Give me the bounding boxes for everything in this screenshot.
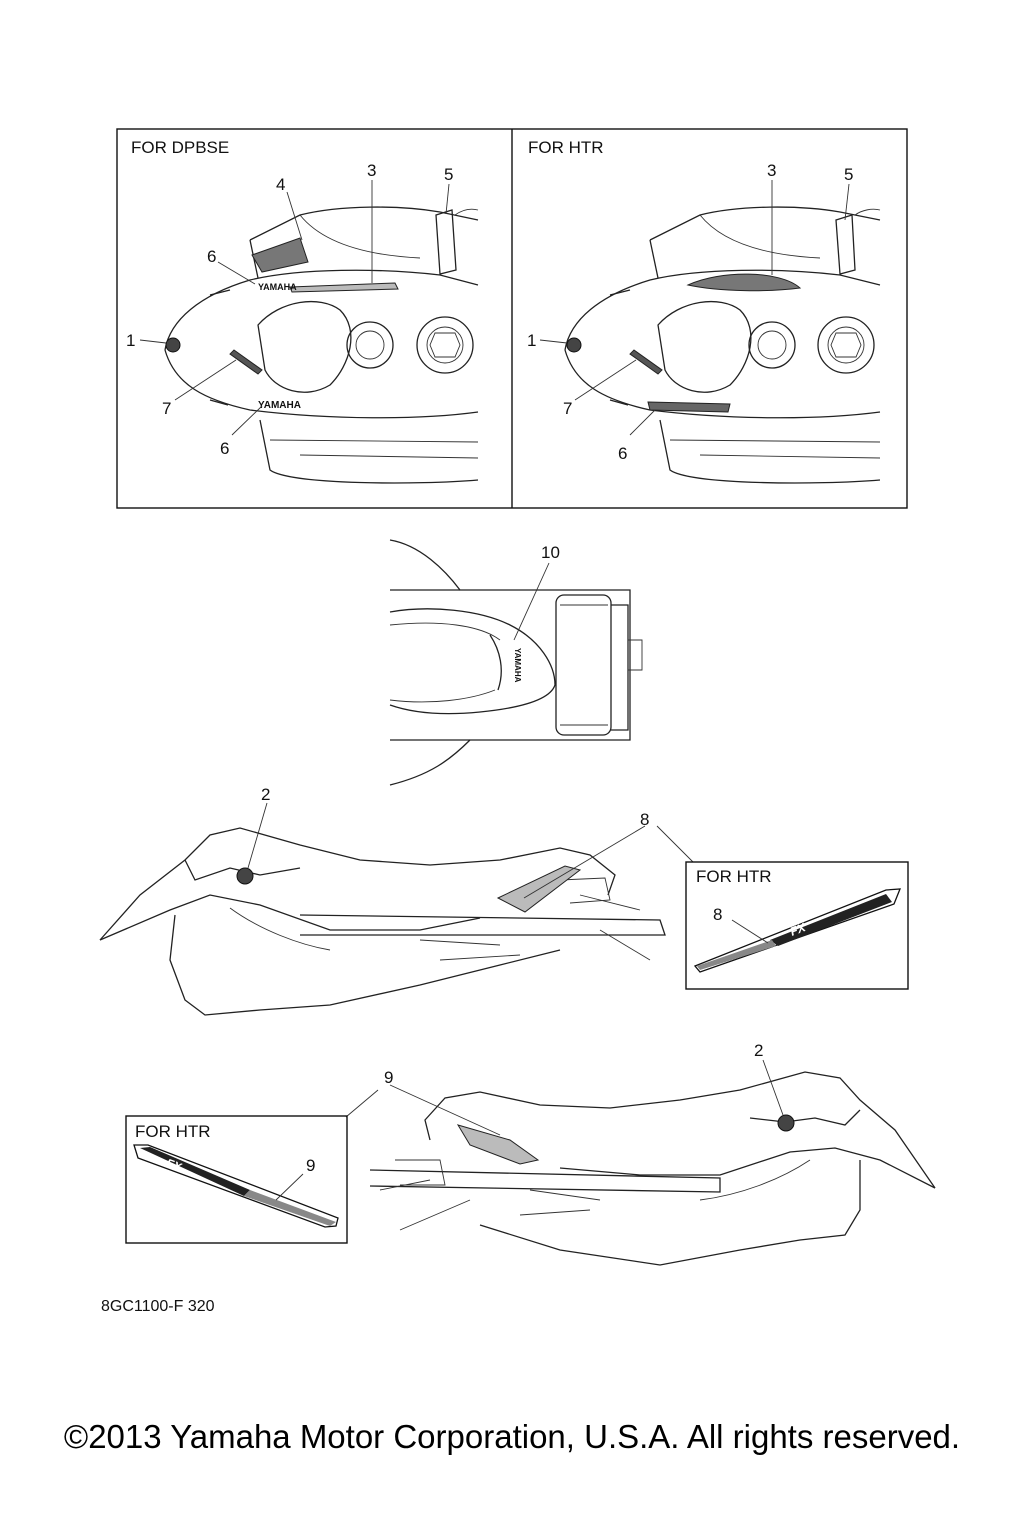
fx-decal-text: FX <box>788 920 808 939</box>
yamaha-emblem-icon <box>566 337 582 353</box>
callout-5: 5 <box>844 165 853 184</box>
callout-10: 10 <box>541 543 560 562</box>
callout-8: 8 <box>640 810 649 829</box>
yamaha-decal-seat: YAMAHA <box>513 648 522 683</box>
callout-4: 4 <box>276 175 285 194</box>
yamaha-decal-lower: YAMAHA <box>258 400 301 411</box>
callout-7: 7 <box>563 399 572 418</box>
callout-2: 2 <box>754 1041 763 1060</box>
panel-caption-dpbse: FOR DPBSE <box>131 138 229 157</box>
inset-htr-decal-9: FOR HTR FX 9 <box>125 1115 348 1244</box>
yamaha-emblem-icon <box>165 337 181 353</box>
top-frame <box>116 128 908 509</box>
yamaha-emblem-icon <box>236 867 254 885</box>
callout-3: 3 <box>367 161 376 180</box>
diagram-code: 8GC1100-F 320 <box>101 1298 215 1315</box>
hull-rear-drawing-htr <box>564 206 881 484</box>
fx-decal-text: FX <box>164 1156 184 1175</box>
side-view-right-drawing: 2 9 <box>345 1041 936 1266</box>
side-view-left-drawing: 2 8 <box>99 785 694 1016</box>
panel-htr: FOR HTR 3 <box>527 138 881 484</box>
inset-htr-decal-8: FOR HTR FX 8 <box>685 861 909 990</box>
callout-1: 1 <box>126 331 135 350</box>
callout-9: 9 <box>384 1068 393 1087</box>
callout-8: 8 <box>713 905 722 924</box>
top-view-drawing: YAMAHA 10 <box>389 539 643 786</box>
callout-1: 1 <box>527 331 536 350</box>
callout-6: 6 <box>220 439 229 458</box>
callout-9: 9 <box>306 1156 315 1175</box>
inset-caption: FOR HTR <box>696 867 772 886</box>
callout-7: 7 <box>162 399 171 418</box>
callout-6: 6 <box>618 444 627 463</box>
callout-3: 3 <box>767 161 776 180</box>
inset-caption: FOR HTR <box>135 1122 211 1141</box>
yamaha-decal-upper: YAMAHA <box>258 282 297 292</box>
panel-caption-htr: FOR HTR <box>528 138 604 157</box>
hull-rear-drawing-dpbse: YAMAHA YAMAHA <box>164 206 479 484</box>
panel-dpbse: FOR DPBSE YAMAHA YAMAHA <box>126 138 479 484</box>
yamaha-emblem-icon <box>777 1114 795 1132</box>
callout-2: 2 <box>261 785 270 804</box>
callout-5: 5 <box>444 165 453 184</box>
callout-6: 6 <box>207 247 216 266</box>
copyright-notice: ©2013 Yamaha Motor Corporation, U.S.A. A… <box>63 1418 961 1455</box>
